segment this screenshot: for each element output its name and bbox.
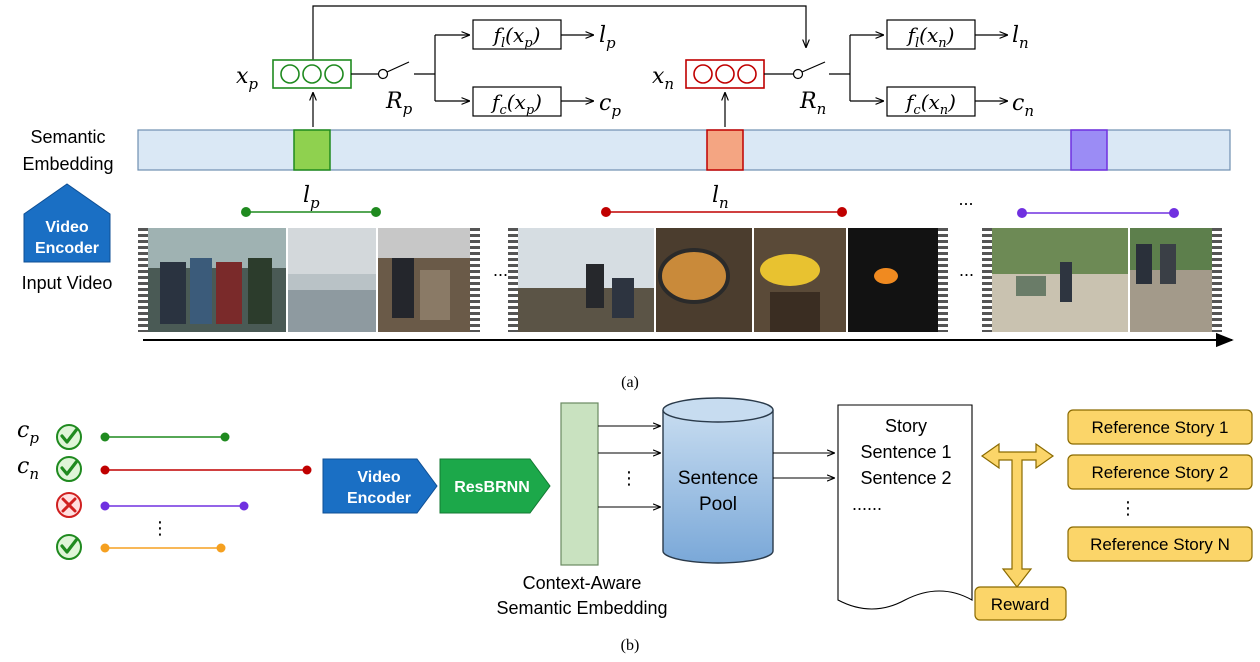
reference-story-2-box (1067, 454, 1253, 490)
context-label-1: Context-Aware (523, 573, 642, 593)
rp-label: Rp (385, 89, 413, 118)
part-a-caption: (a) (621, 374, 639, 391)
reward-box (974, 586, 1067, 621)
segment-ellipsis: ... (958, 189, 973, 209)
feedback-line (312, 5, 806, 60)
part-b-caption: (b) (621, 637, 640, 654)
rn-switch (792, 61, 826, 80)
story-more: ...... (852, 494, 882, 514)
semantic-embedding-label-2: Embedding (22, 154, 113, 174)
reference-story-1-box (1067, 409, 1253, 445)
cn-output-label: cn (1012, 91, 1034, 120)
resbrnn-label: ResBRNN (454, 479, 530, 496)
cp-output-label: cp (599, 91, 621, 120)
xp-label: xp (236, 64, 258, 93)
video-encoder-block-a: Video Encoder (23, 183, 111, 263)
segment-ln-label: ln (712, 183, 729, 212)
segment-other-b (100, 543, 226, 553)
lp-output-label: lp (599, 23, 616, 52)
rn-branch (829, 35, 851, 101)
reference-story-1-label: Reference Story 1 (1091, 418, 1228, 437)
fc-xp-label: fc(xp) (490, 90, 542, 118)
xn-label: xn (652, 64, 674, 93)
embedding-cell-purple (1070, 129, 1108, 171)
fc-xn-label: fc(xn) (904, 90, 956, 118)
context-embedding-column (560, 402, 599, 566)
film-strip-3 (982, 228, 1222, 332)
embed-vdots: ⋮ (620, 468, 638, 488)
fl-xp-label: fl(xp) (492, 23, 541, 51)
reference-story-2-label: Reference Story 2 (1091, 463, 1228, 482)
embedding-cell-green (293, 129, 331, 171)
segments-vdots: ⋮ (151, 518, 169, 538)
segment-n (601, 207, 847, 217)
video-encoder-b-label-2: Encoder (347, 490, 411, 507)
xn-node (685, 59, 765, 89)
fl-xn-box (886, 19, 976, 50)
reference-vdots: ⋮ (1119, 498, 1137, 518)
segment-cn (100, 465, 312, 475)
sentence-pool-cylinder (662, 397, 774, 564)
rp-branch (414, 35, 436, 101)
rp-switch (377, 61, 410, 80)
context-label-2: Semantic Embedding (496, 598, 667, 618)
segment-lp-label: lp (303, 183, 320, 212)
story-sentence-1: Sentence 1 (860, 442, 951, 462)
ln-output-label: ln (1012, 23, 1029, 52)
film-strip-2 (508, 228, 948, 332)
frames-ellipsis-2: ... (959, 260, 974, 280)
segment-p (241, 207, 381, 217)
video-encoder-b-label-1: Video (357, 469, 401, 486)
video-encoder-a-label-2: Encoder (35, 240, 99, 257)
semantic-embedding-label-1: Semantic (30, 127, 105, 147)
sentence-pool-label-1: Sentence (678, 468, 758, 489)
fl-xn-label: fl(xn) (906, 23, 955, 51)
story-title: Story (885, 416, 927, 436)
video-encoder-a-label-1: Video (45, 219, 89, 236)
story-sentence-2: Sentence 2 (860, 468, 951, 488)
cross-icon (56, 492, 82, 518)
sentence-pool-label-2: Pool (699, 494, 737, 515)
story-document (837, 404, 973, 610)
segment-other (1017, 208, 1179, 218)
fc-xn-box (886, 86, 976, 117)
reference-story-n-label: Reference Story N (1090, 535, 1230, 554)
film-strip-1 (138, 228, 480, 332)
cp-label: cp (17, 418, 39, 447)
reference-story-n-box (1067, 526, 1253, 562)
segment-cp (100, 432, 230, 442)
xp-node (272, 59, 352, 89)
reward-label: Reward (991, 595, 1050, 614)
check-icon (56, 534, 82, 560)
check-icon (56, 424, 82, 450)
check-icon (56, 456, 82, 482)
input-video-label: Input Video (22, 273, 113, 293)
rn-label: Rn (799, 89, 826, 118)
cn-label: cn (17, 454, 39, 483)
video-encoder-block-b: Video Encoder (322, 458, 438, 514)
segment-rejected (100, 501, 249, 511)
resbrnn-block: ResBRNN (439, 458, 551, 514)
reward-t-arrow (980, 442, 1055, 588)
frames-ellipsis-1: ... (493, 260, 508, 280)
embedding-cell-orange (706, 129, 744, 171)
